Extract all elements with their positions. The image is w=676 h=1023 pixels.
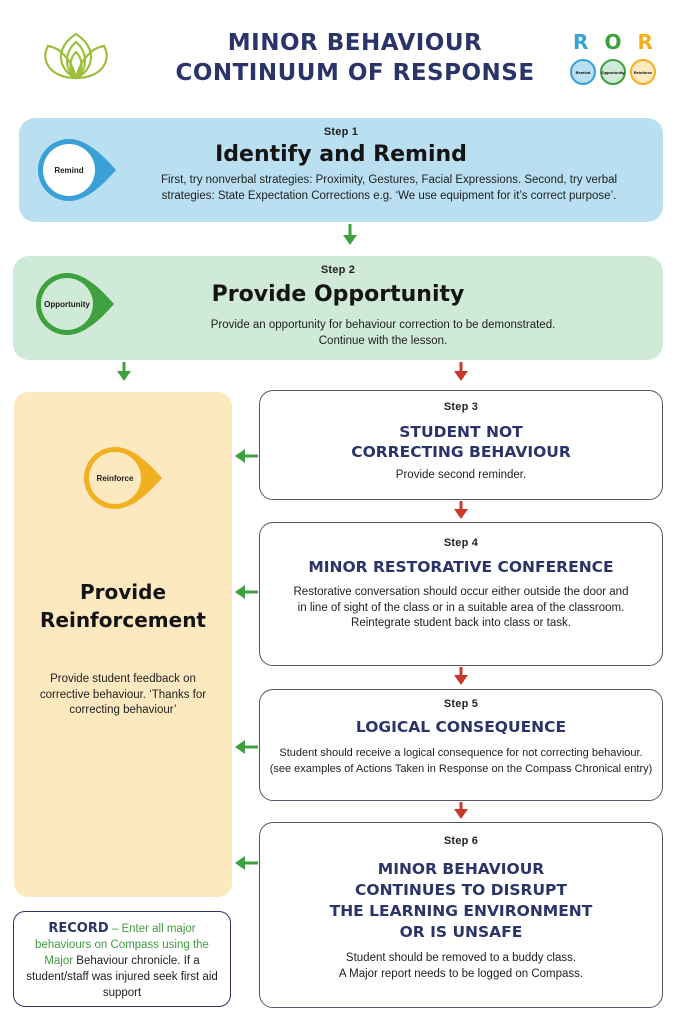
page-title: MINOR BEHAVIOUR CONTINUUM OF RESPONSE <box>120 28 590 88</box>
step2-line1: Provide an opportunity for behaviour cor… <box>210 319 556 331</box>
reinforce-line1: Provide student feedback on <box>50 673 196 685</box>
title-line-1: MINOR BEHAVIOUR <box>227 30 483 56</box>
step5-label: Step 5 <box>443 698 479 710</box>
step3-label: Step 3 <box>443 401 479 413</box>
reinforce-title-line2: Reinforcement <box>40 608 206 632</box>
step6-title-line1: MINOR BEHAVIOUR <box>377 860 545 878</box>
opportunity-badge-label: Opportunity <box>44 300 90 309</box>
reinforce-line2: corrective behaviour. ‘Thanks for <box>39 688 207 701</box>
record-green-text: – Enter all major behaviours on Compass … <box>35 923 209 967</box>
step3-title-line1: STUDENT NOT <box>399 423 523 441</box>
arrow-step4-to-step5 <box>454 667 468 685</box>
step4-label: Step 4 <box>443 537 479 549</box>
step1-title: Identify and Remind <box>215 142 467 167</box>
remind-badge-icon: Remind <box>37 139 116 201</box>
step4-line1: Restorative conversation should occur ei… <box>293 586 629 598</box>
step2-panel: Step 2 Provide Opportunity Provide an op… <box>13 256 663 360</box>
arrow-step5-to-step6 <box>454 802 468 819</box>
step1-panel: Step 1 Identify and Remind First, try no… <box>19 118 663 222</box>
step5-line1: Student should receive a logical consequ… <box>279 747 643 759</box>
ror-badge-reinforce: Reinforce <box>634 70 653 75</box>
arrow-step6-to-reinforce <box>235 856 258 870</box>
title-line-2: CONTINUUM OF RESPONSE <box>175 60 535 86</box>
step6-line1: Student should be removed to a buddy cla… <box>345 952 577 964</box>
arrow-step4-to-reinforce <box>235 585 258 599</box>
arrow-step5-to-reinforce <box>235 740 258 754</box>
step3-line1: Provide second reminder. <box>395 469 527 481</box>
record-box: RECORD – Enter all major behaviours on C… <box>13 911 231 1007</box>
reinforce-title-line1: Provide <box>79 580 167 604</box>
arrow-step2-to-reinforce <box>117 362 131 381</box>
step6-title-line3: THE LEARNING ENVIRONMENT <box>329 902 593 920</box>
arrow-step3-to-reinforce <box>235 449 258 463</box>
step1-line1: First, try nonverbal strategies: Proximi… <box>160 174 618 186</box>
ror-badge-opportunity: Opportunity <box>602 70 626 75</box>
step6-line2: A Major report needs to be logged on Com… <box>338 967 584 980</box>
arrow-step1-to-step2 <box>343 224 357 245</box>
opportunity-badge-icon: Opportunity <box>35 273 114 335</box>
step4-line3: Reintegrate student back into class or t… <box>351 617 571 629</box>
arrow-step2-to-step3 <box>454 362 468 381</box>
step4-card: Step 4 MINOR RESTORATIVE CONFERENCE Rest… <box>259 522 663 666</box>
reinforce-line3: correcting behaviour’ <box>69 704 177 716</box>
step5-card: Step 5 LOGICAL CONSEQUENCE Student shoul… <box>259 689 663 801</box>
remind-badge-label: Remind <box>54 166 83 175</box>
step1-label: Step 1 <box>323 126 359 138</box>
step2-title: Provide Opportunity <box>211 282 465 307</box>
step6-title-line4: OR IS UNSAFE <box>399 923 523 941</box>
step2-label: Step 2 <box>320 264 356 276</box>
step5-line2: (see examples of Actions Taken in Respon… <box>269 762 653 775</box>
step4-title: MINOR RESTORATIVE CONFERENCE <box>308 558 614 576</box>
step6-title-line2: CONTINUES TO DISRUPT <box>355 881 567 899</box>
step5-title: LOGICAL CONSEQUENCE <box>355 718 567 736</box>
step3-title-line2: CORRECTING BEHAVIOUR <box>351 443 571 461</box>
step6-label: Step 6 <box>443 835 479 847</box>
step4-line2: in line of sight of the class or in a su… <box>297 601 625 614</box>
record-title: RECORD <box>48 921 109 936</box>
ror-logo: R O R Remind Opportunity Reinforce <box>565 30 665 90</box>
step6-card: Step 6 MINOR BEHAVIOUR CONTINUES TO DISR… <box>259 822 663 1008</box>
ror-letter-r1: R <box>573 30 589 54</box>
reinforce-badge-icon: Reinforce <box>83 447 162 509</box>
step2-line2: Continue with the lesson. <box>318 334 448 347</box>
ror-badge-remind: Remind <box>576 70 591 75</box>
ror-letter-r2: R <box>637 30 653 54</box>
reinforce-badge-label: Reinforce <box>97 474 134 483</box>
school-logo-icon <box>44 32 108 80</box>
step3-card: Step 3 STUDENT NOT CORRECTING BEHAVIOUR … <box>259 390 663 500</box>
arrow-step3-to-step4 <box>454 501 468 519</box>
ror-letter-o: O <box>604 30 622 54</box>
record-rest-text: Behaviour chronicle. If a student/staff … <box>26 955 218 999</box>
step1-line2: strategies: State Expectation Correction… <box>161 189 617 202</box>
ror-badges-icon: Remind Opportunity Reinforce <box>570 59 656 85</box>
